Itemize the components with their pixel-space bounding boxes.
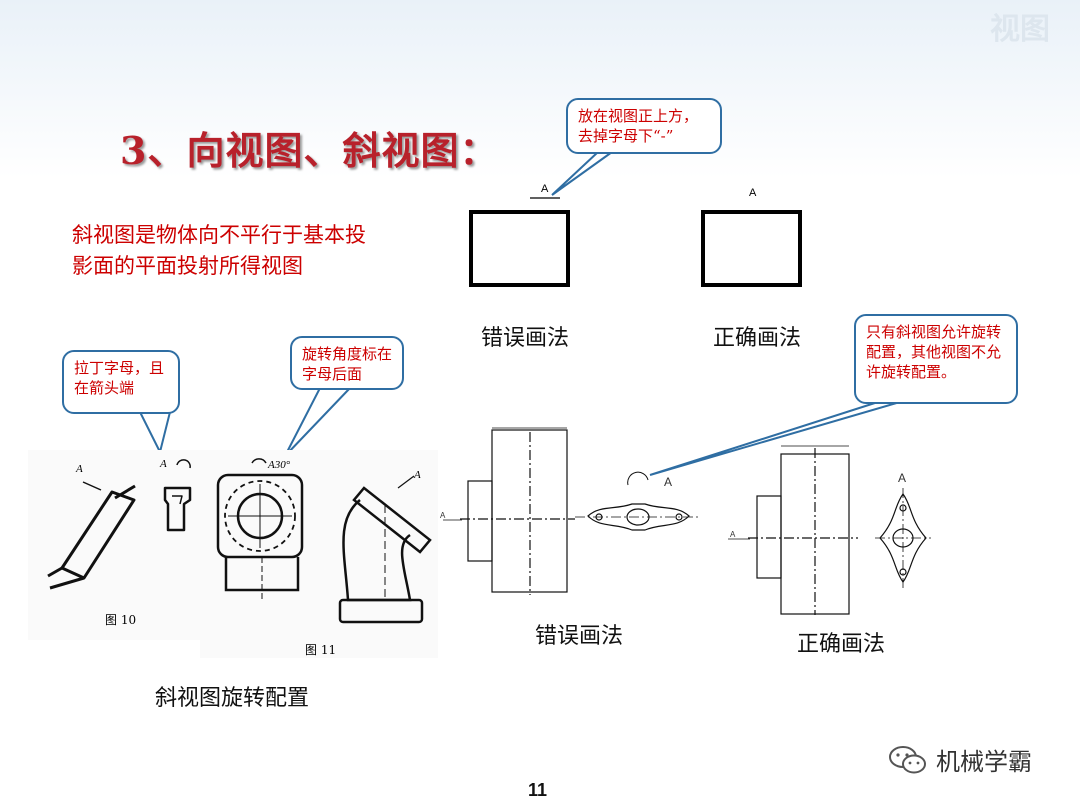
callout-top: 放在视图正上方，去掉字母下“-” [566, 98, 722, 154]
bottom-wrong-drawing [443, 427, 700, 595]
fig11-letter-a: A [413, 469, 421, 481]
watermark: 机械学霸 [888, 742, 1032, 777]
slide-title: 3、向视图、斜视图： [120, 128, 499, 173]
caption-wrong-top: 错误画法 [481, 326, 570, 351]
bottom-wrong-view-letter: A [664, 475, 672, 489]
wechat-icon [889, 745, 926, 773]
callout-right-tail [649, 401, 901, 476]
figure11-panel [200, 450, 438, 658]
figure10-label: 图 10 [105, 613, 136, 627]
caption-rotated: 斜视图旋转配置 [155, 686, 310, 711]
bottom-right-view-letter: A [898, 471, 906, 485]
callout-tails [139, 151, 901, 476]
bottom-right-drawing [728, 445, 931, 615]
callout-top-tail [551, 151, 613, 196]
page-number: 11 [528, 780, 548, 800]
fig11-rotation-label: A30° [267, 459, 291, 471]
caption-wrong-bottom: 错误画法 [535, 624, 624, 649]
caption-right-bottom: 正确画法 [797, 632, 886, 657]
fig10-letter-a2: A [159, 458, 167, 470]
corner-title: 视图 [990, 12, 1050, 47]
callout-letter-tail [139, 411, 171, 455]
definition-text: 斜视图是物体向不平行于基本投影面的平面投射所得视图 [72, 223, 366, 278]
top-right-view [701, 210, 802, 287]
callout-rotation: 旋转角度标在字母后面 [290, 336, 404, 390]
bottom-wrong-arrow-letter: A [440, 511, 446, 520]
figure11-drawing [216, 458, 432, 624]
wrong-view-rect [469, 210, 570, 287]
callout-rotation-tail [284, 387, 351, 457]
fig10-letter-a: A [75, 463, 83, 475]
callout-letter: 拉丁字母，且在箭头端 [62, 350, 180, 414]
bottom-right-arrow-letter: A [730, 530, 736, 539]
wrong-top-letter: A [541, 183, 549, 195]
watermark-text: 机械学霸 [936, 748, 1032, 776]
callout-right: 只有斜视图允许旋转配置，其他视图不允许旋转配置。 [854, 314, 1018, 404]
top-wrong-view [469, 197, 570, 287]
right-top-letter: A [749, 187, 757, 199]
right-view-rect [701, 210, 802, 287]
figure11-label: 图 11 [305, 643, 336, 657]
figure10-drawing [47, 459, 192, 590]
caption-right-top: 正确画法 [713, 326, 802, 351]
